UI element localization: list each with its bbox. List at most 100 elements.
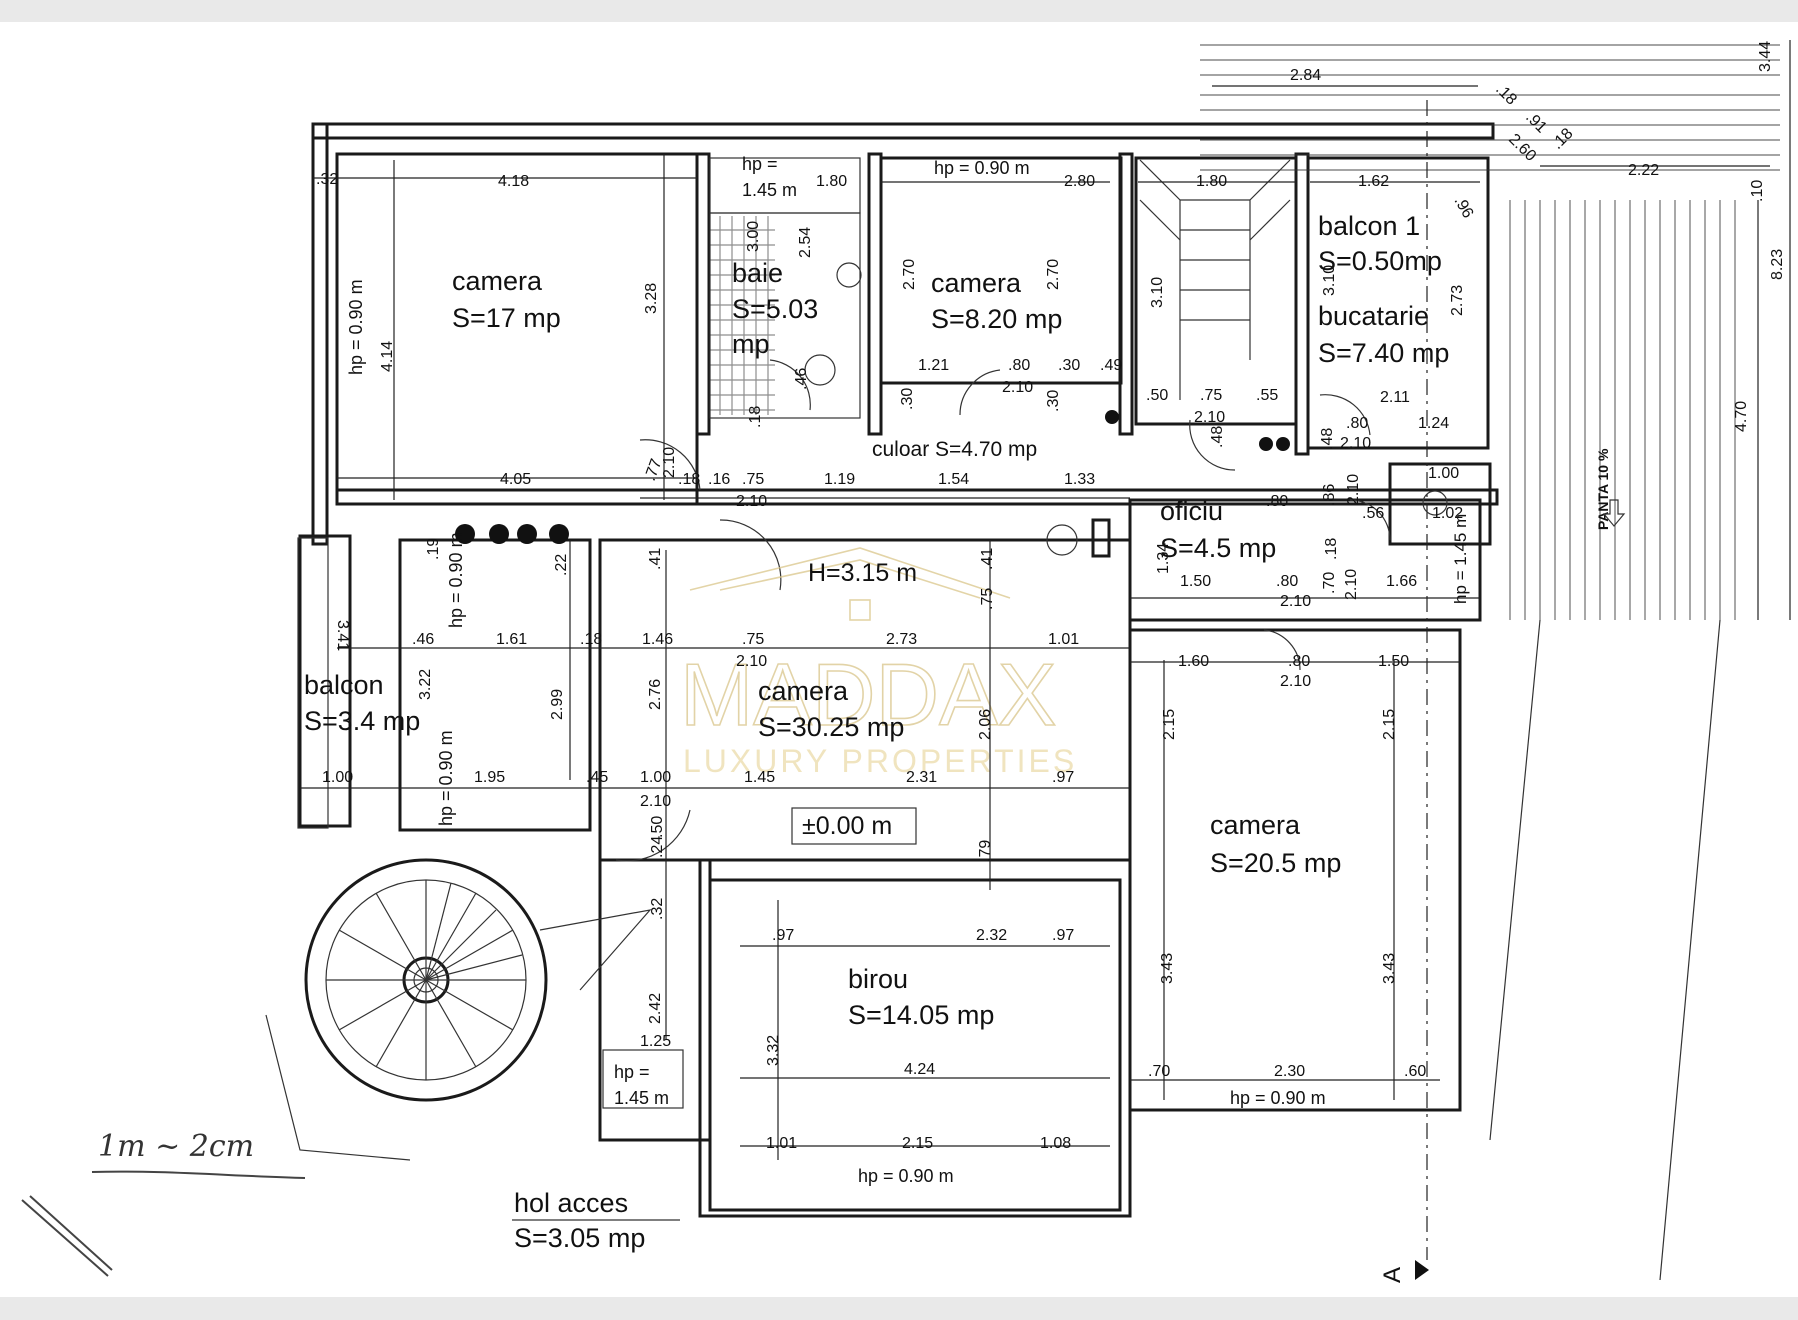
dim-label: 3.41: [334, 620, 351, 651]
room-balcon-2-name: balcon: [304, 670, 384, 700]
room-balcon-1-area: S=0.50mp: [1318, 246, 1442, 276]
dim-label: 1.54: [938, 471, 969, 488]
dim-label: .80: [1288, 653, 1310, 670]
dim-label: 8.23: [1769, 249, 1786, 280]
hp-hol-line1: hp =: [614, 1062, 650, 1082]
dim-label: 2.60: [1505, 131, 1539, 165]
dim-label: 2.06: [977, 709, 994, 740]
room-hol-acces-area: S=3.05 mp: [514, 1223, 645, 1253]
room-birou-name: birou: [848, 964, 908, 994]
hp-camera-1: hp = 0.90 m: [346, 279, 366, 375]
dim-label: .50: [649, 816, 666, 838]
dim-label: 2.10: [1343, 569, 1360, 600]
dim-label: .55: [1256, 387, 1278, 404]
dim-label: 2.80: [1064, 173, 1095, 190]
dim-label: .16: [708, 471, 730, 488]
dim-label: 1.61: [496, 631, 527, 648]
dim-label: 2.10: [640, 793, 671, 810]
dim-label: 2.70: [1045, 259, 1062, 290]
dim-label: .80: [1276, 573, 1298, 590]
dim-label: 2.31: [906, 769, 937, 786]
hp-camera-2: hp = 0.90 m: [934, 158, 1030, 178]
room-camera-3-area: S=30.25 mp: [758, 712, 904, 742]
dim-label: 2.10: [1002, 379, 1033, 396]
hp-camera-4: hp = 0.90 m: [1230, 1088, 1326, 1108]
dim-label: 1.62: [1358, 173, 1389, 190]
scale-note: 1m ~ 2cm: [98, 1129, 254, 1164]
dim-label: 1.19: [824, 471, 855, 488]
dim-label: 1.60: [1178, 653, 1209, 670]
dim-label: .22: [553, 554, 570, 576]
dim-label: .48: [1209, 426, 1226, 448]
dim-label: 1.46: [642, 631, 673, 648]
dim-label: 4.18: [498, 173, 529, 190]
dim-label: .18: [1492, 81, 1520, 109]
dimension-lines: [300, 40, 1791, 1160]
dim-label: 2.30: [1274, 1063, 1305, 1080]
dim-label: .86: [1321, 484, 1338, 506]
dim-label: 3.32: [765, 1035, 782, 1066]
dim-label: 4.24: [904, 1061, 935, 1078]
dim-label: 2.54: [797, 227, 814, 258]
dim-label: .75: [1200, 387, 1222, 404]
dim-label: 2.11: [1380, 389, 1410, 406]
dim-label: 2.15: [1161, 709, 1178, 740]
dim-label: .19: [425, 538, 442, 560]
slope-note: PANTA 10 %: [1595, 448, 1611, 530]
dim-label: 2.42: [647, 993, 664, 1024]
dim-label: .70: [1321, 572, 1338, 594]
dim-label: .30: [1058, 357, 1080, 374]
dim-label: .60: [1404, 1063, 1426, 1080]
dim-label: .18: [747, 406, 764, 428]
dim-label: 1.24: [1418, 415, 1449, 432]
dim-label: 2.70: [901, 259, 918, 290]
dim-label: .18: [1549, 125, 1577, 153]
dim-label: 2.84: [1290, 67, 1321, 84]
dim-label: .91: [1522, 109, 1550, 137]
dim-label: 1.02: [1432, 505, 1463, 522]
dim-label: .56: [1362, 505, 1384, 522]
room-bucatarie-name: bucatarie: [1318, 301, 1429, 331]
dim-label: 1.80: [1196, 173, 1227, 190]
dim-label: 1.50: [1180, 573, 1211, 590]
dim-label: 2.73: [1449, 285, 1466, 316]
dim-label: 1.00: [640, 769, 671, 786]
room-camera-2-area: S=8.20 mp: [931, 304, 1062, 334]
dim-label: .48: [1319, 428, 1336, 450]
dim-label: 1.01: [766, 1135, 797, 1152]
dim-label: .46: [793, 368, 810, 390]
dim-label: .32: [316, 171, 338, 188]
dim-label: 3.00: [745, 221, 762, 252]
dim-label: 2.10: [736, 493, 767, 510]
watermark-brand: MADDAX: [680, 645, 1057, 744]
room-bucatarie-area: S=7.40 mp: [1318, 338, 1449, 368]
dim-label: .41: [979, 548, 996, 570]
room-camera-1-area: S=17 mp: [452, 303, 561, 333]
walls: [265, 44, 1780, 1281]
room-birou-area: S=14.05 mp: [848, 1000, 994, 1030]
dim-label: .10: [1749, 180, 1766, 202]
dimension-labels: 2.84 3.44 .18 .91 2.60 .18 2.22 .10 8.23…: [316, 41, 1786, 1152]
room-oficiu-area: S=4.5 mp: [1160, 533, 1276, 563]
dim-label: .49: [1100, 357, 1122, 374]
dim-label: 1.00: [322, 769, 353, 786]
dim-label: .45: [586, 769, 608, 786]
dim-label: 3.43: [1381, 953, 1398, 984]
dim-label: 1.33: [1064, 471, 1095, 488]
dim-label: 4.05: [500, 471, 531, 488]
dim-label: .77: [642, 457, 666, 484]
dim-label: 2.76: [647, 679, 664, 710]
dim-label: 3.44: [1757, 41, 1774, 72]
dim-label: .80: [1346, 415, 1368, 432]
dim-label: .97: [1052, 769, 1074, 786]
hp-baie-line2: 1.45 m: [742, 180, 797, 200]
dim-label: .32: [649, 898, 666, 920]
room-balcon-1-name: balcon 1: [1318, 211, 1420, 241]
dim-label: .97: [772, 927, 794, 944]
dim-label: 2.10: [1345, 474, 1362, 505]
dim-label: 2.15: [1381, 709, 1398, 740]
room-oficiu-name: oficiu: [1160, 496, 1223, 526]
dim-label: .30: [1045, 390, 1062, 412]
level-mark: ±0.00 m: [802, 812, 892, 840]
room-baie-area: S=5.03: [732, 294, 818, 324]
